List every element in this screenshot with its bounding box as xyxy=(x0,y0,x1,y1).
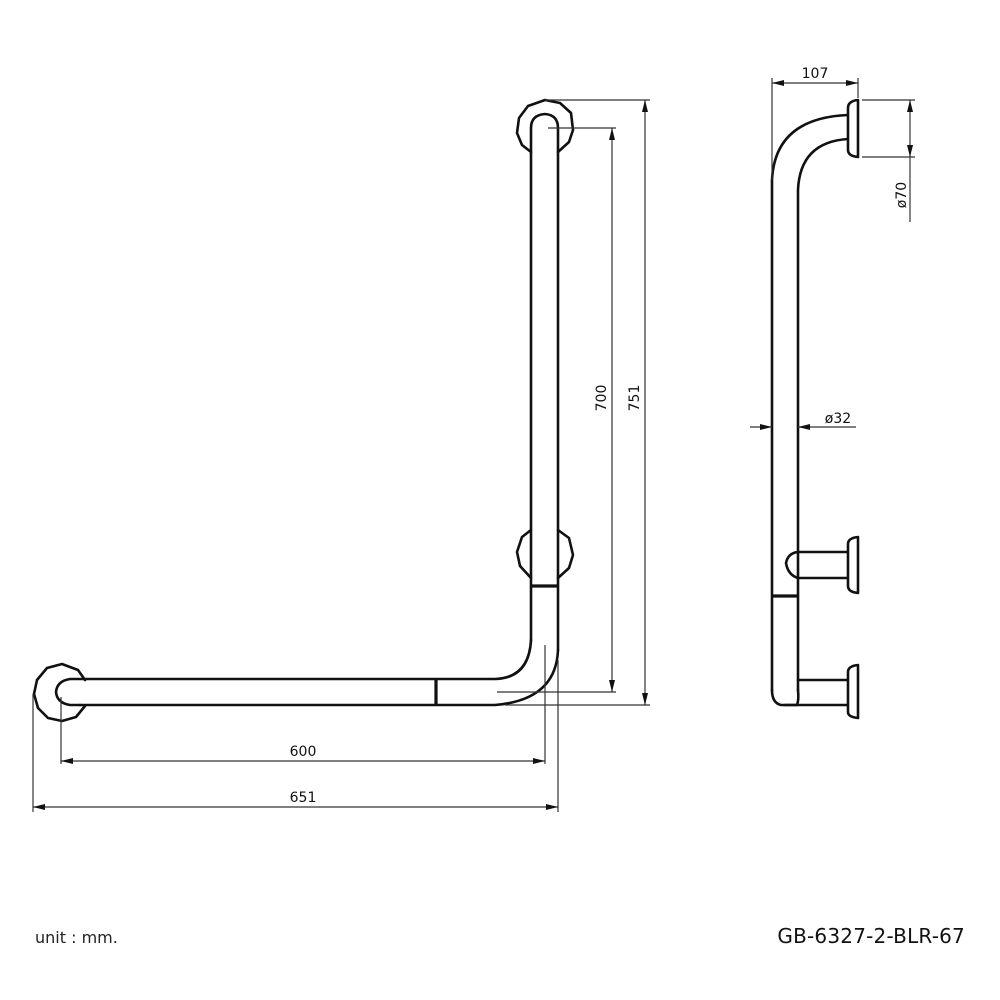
left-flange xyxy=(32,662,87,723)
side-bottom-post xyxy=(783,678,850,707)
side-top-flange xyxy=(846,98,860,159)
dim-751: 751 xyxy=(505,99,650,706)
side-middle-post xyxy=(784,550,850,580)
bend-outer xyxy=(78,648,560,707)
side-bottom-flange xyxy=(846,663,860,720)
dim-651: 651 xyxy=(32,660,559,812)
dim-600-label: 600 xyxy=(290,744,317,760)
side-bottom-end xyxy=(770,688,800,707)
model-code: GB-6327-2-BLR-67 xyxy=(777,924,965,948)
side-middle-flange xyxy=(846,535,860,595)
side-view: 107 ø70 ø32 xyxy=(750,66,915,720)
dim-651-label: 651 xyxy=(290,790,317,806)
dim-700-label: 700 xyxy=(594,385,610,412)
bend-inner xyxy=(54,638,533,707)
dim-751-label: 751 xyxy=(627,385,643,412)
unit-label: unit : mm. xyxy=(35,928,118,947)
dim-107: 107 xyxy=(771,66,859,180)
dim-600: 600 xyxy=(60,645,546,764)
dim-diameter-70-label: ø70 xyxy=(894,182,910,208)
dim-diameter-32: ø32 xyxy=(750,411,856,430)
dim-107-label: 107 xyxy=(802,66,829,82)
dim-700: 700 xyxy=(497,127,616,693)
middle-flange xyxy=(515,528,575,580)
dim-diameter-32-label: ø32 xyxy=(825,411,851,427)
front-view: 700 751 600 651 xyxy=(32,98,650,812)
dim-diameter-70: ø70 xyxy=(862,99,915,222)
vertical-tube xyxy=(529,112,560,652)
top-flange xyxy=(515,98,575,154)
side-top-bend xyxy=(770,113,850,692)
